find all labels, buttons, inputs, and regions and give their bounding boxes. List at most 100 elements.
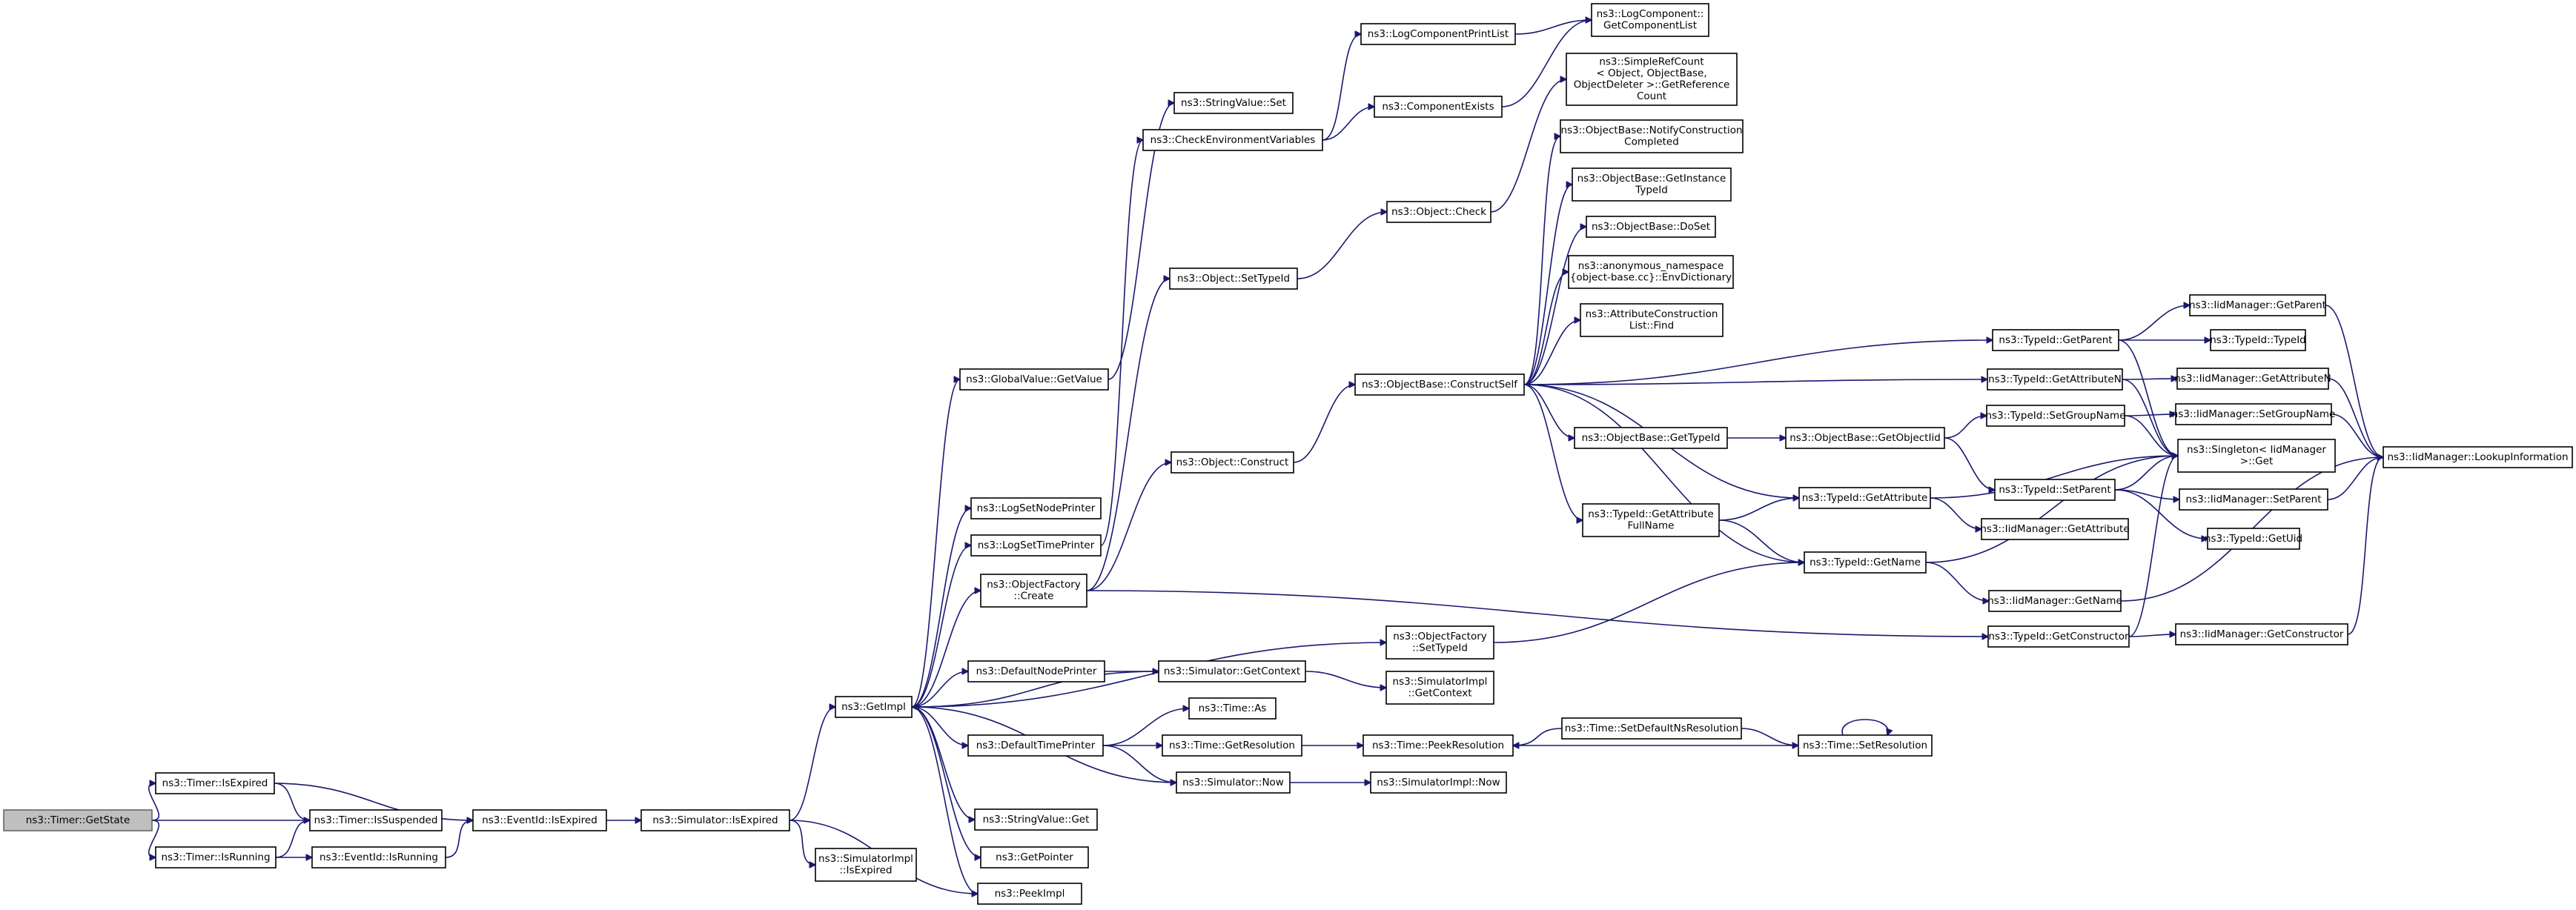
node-box: [1169, 268, 1298, 290]
edge-of-create-to-tid-getconstructor: [1086, 590, 1988, 637]
node-time-getresolution[interactable]: ns3::Time::GetResolution: [1162, 734, 1302, 757]
node-stringvalue-set[interactable]: ns3::StringValue::Set: [1173, 92, 1294, 114]
node-ob-constructself[interactable]: ns3::ObjectBase::ConstructSelf: [1354, 373, 1525, 396]
edge-tid-setgroupname-to-iid-setgroupname: [2124, 414, 2176, 416]
node-iid-getconstructor[interactable]: ns3::IidManager::GetConstructor: [2175, 623, 2348, 645]
edge-tid-getattribute-to-iid-getattribute: [1930, 497, 1981, 529]
node-getimpl[interactable]: ns3::GetImpl: [835, 696, 913, 718]
node-obj-check[interactable]: ns3::Object::Check: [1386, 201, 1491, 223]
node-defaulttimeprinter[interactable]: ns3::DefaultTimePrinter: [967, 734, 1104, 757]
node-box: [815, 848, 917, 882]
node-logcomp-getlist[interactable]: ns3::LogComponent::GetComponentList: [1591, 3, 1709, 37]
node-peekimpl[interactable]: ns3::PeekImpl: [977, 883, 1082, 905]
node-box: [835, 696, 913, 718]
node-label: ::GetContext: [1408, 688, 1471, 700]
node-label: ::Create: [1014, 591, 1054, 602]
node-tid-getuid[interactable]: ns3::TypeId::GetUid: [2205, 528, 2302, 550]
node-label: ns3::TypeId::SetGroupName: [1985, 410, 2125, 422]
node-defaultnodeprinter[interactable]: ns3::DefaultNodePrinter: [967, 660, 1105, 682]
node-ev-isrunning[interactable]: ns3::EventId::IsRunning: [311, 846, 446, 869]
node-label: ns3::ComponentExists: [1382, 101, 1494, 113]
edge-defaulttimeprinter-to-time-as: [1102, 708, 1189, 746]
node-getstate[interactable]: ns3::Timer::GetState: [3, 809, 153, 831]
node-time-setresolution[interactable]: ns3::Time::SetResolution: [1798, 734, 1933, 757]
node-time-setdefaultnsres[interactable]: ns3::Time::SetDefaultNsResolution: [1561, 717, 1742, 740]
node-label: ::IsExpired: [839, 865, 892, 877]
node-ob-notifyconstruction[interactable]: ns3::ObjectBase::NotifyConstructionCompl…: [1560, 119, 1744, 153]
node-iid-getparent[interactable]: ns3::IidManager::GetParent: [2189, 294, 2326, 316]
node-iid-lookupinformation[interactable]: ns3::IidManager::LookupInformation: [2383, 446, 2573, 468]
edge-sim-getcontext-to-simimpl-getcontext: [1305, 671, 1386, 688]
node-label: ::SetTypeId: [1412, 642, 1468, 654]
node-label: ns3::ObjectBase::GetTypeId: [1582, 432, 1721, 444]
node-box: [2189, 294, 2326, 316]
node-simimpl-isexpired[interactable]: ns3::SimulatorImpl::IsExpired: [815, 848, 917, 882]
node-box: [1385, 671, 1494, 705]
node-iid-getattribute[interactable]: ns3::IidManager::GetAttribute: [1980, 518, 2130, 540]
node-simplerefcount[interactable]: ns3::SimpleRefCount< Object, ObjectBase,…: [1566, 53, 1738, 106]
node-box: [2207, 528, 2300, 550]
node-logsetnodeprinter[interactable]: ns3::LogSetNodePrinter: [970, 497, 1102, 519]
edge-getimpl-to-logsettimeprinter: [911, 545, 971, 708]
node-logcompprintlist[interactable]: ns3::LogComponentPrintList: [1360, 23, 1516, 45]
node-simimpl-now[interactable]: ns3::SimulatorImpl::Now: [1370, 771, 1507, 794]
node-checkenv[interactable]: ns3::CheckEnvironmentVariables: [1142, 129, 1323, 151]
node-label: ns3::Time::SetResolution: [1803, 740, 1927, 751]
node-getpointer[interactable]: ns3::GetPointer: [980, 846, 1089, 869]
node-tid-getattribute[interactable]: ns3::TypeId::GetAttribute: [1798, 487, 1931, 509]
node-tid-setgroupname[interactable]: ns3::TypeId::SetGroupName: [1985, 405, 2126, 427]
node-simimpl-getcontext[interactable]: ns3::SimulatorImpl::GetContext: [1385, 671, 1494, 705]
node-label: ns3::Timer::IsSuspended: [314, 814, 438, 826]
node-isexpired[interactable]: ns3::Timer::IsExpired: [155, 772, 275, 794]
node-issuspended[interactable]: ns3::Timer::IsSuspended: [309, 809, 443, 831]
edge-ob-constructself-to-ob-doset: [1523, 227, 1586, 385]
node-iid-getname[interactable]: ns3::IidManager::GetName: [1987, 590, 2122, 612]
node-logsettimeprinter[interactable]: ns3::LogSetTimePrinter: [970, 534, 1102, 557]
node-tid-getparent[interactable]: ns3::TypeId::GetParent: [1992, 329, 2119, 351]
node-box: [1987, 625, 2130, 648]
node-singleton-get[interactable]: ns3::Singleton< IidManager>::Get: [2177, 439, 2336, 473]
node-ob-getobjectiid[interactable]: ns3::ObjectBase::GetObjectIid: [1785, 427, 1945, 449]
edge-ob-constructself-to-envdictionary: [1523, 272, 1569, 385]
node-envdictionary[interactable]: ns3::anonymous_namespace{object-base.cc}…: [1568, 255, 1734, 289]
node-iid-setgroupname[interactable]: ns3::IidManager::SetGroupName: [2172, 403, 2336, 425]
node-ob-doset[interactable]: ns3::ObjectBase::DoSet: [1586, 216, 1716, 238]
node-sim-now[interactable]: ns3::Simulator::Now: [1176, 771, 1291, 794]
node-ob-gettypeid[interactable]: ns3::ObjectBase::GetTypeId: [1574, 427, 1728, 449]
node-tid-getconstructor[interactable]: ns3::TypeId::GetConstructor: [1987, 625, 2130, 648]
node-stringvalue-get[interactable]: ns3::StringValue::Get: [974, 808, 1098, 831]
node-box: [1987, 368, 2123, 391]
edge-gv-getvalue-to-stringvalue-set: [1107, 103, 1174, 380]
node-tid-typeid[interactable]: ns3::TypeId::TypeId: [2210, 329, 2306, 351]
node-iid-setparent[interactable]: ns3::IidManager::SetParent: [2179, 488, 2328, 511]
node-tid-setparent[interactable]: ns3::TypeId::SetParent: [1994, 479, 2116, 501]
edge-getimpl-to-getpointer: [911, 706, 981, 857]
node-gv-getvalue[interactable]: ns3::GlobalValue::GetValue: [959, 368, 1109, 391]
node-isrunning[interactable]: ns3::Timer::IsRunning: [155, 846, 277, 869]
node-componentexists[interactable]: ns3::ComponentExists: [1374, 96, 1503, 118]
node-box: [1568, 255, 1734, 289]
edge-sim-isexpired-to-getimpl: [789, 707, 835, 821]
node-of-create[interactable]: ns3::ObjectFactory::Create: [980, 574, 1087, 608]
node-time-peekresolution[interactable]: ns3::Time::PeekResolution: [1363, 734, 1514, 757]
node-box: [1158, 660, 1306, 682]
node-iid-getattributen[interactable]: ns3::IidManager::GetAttributeN: [2174, 368, 2331, 390]
node-label: ns3::Timer::GetState: [26, 814, 130, 826]
node-time-as[interactable]: ns3::Time::As: [1188, 697, 1277, 720]
node-of-settypeid[interactable]: ns3::ObjectFactory::SetTypeId: [1385, 625, 1494, 660]
node-sim-isexpired[interactable]: ns3::Simulator::IsExpired: [640, 809, 790, 831]
node-tid-getname[interactable]: ns3::TypeId::GetName: [1804, 551, 1927, 574]
node-box: [1804, 551, 1927, 574]
node-obj-settypeid[interactable]: ns3::Object::SetTypeId: [1169, 268, 1298, 290]
edge-of-create-to-obj-construct: [1086, 462, 1171, 591]
node-tid-getattributen[interactable]: ns3::TypeId::GetAttributeN: [1987, 368, 2123, 391]
node-obj-construct[interactable]: ns3::Object::Construct: [1171, 451, 1294, 474]
node-label: ns3::IidManager::GetAttributeN: [2174, 373, 2331, 385]
node-label: ns3::Object::SetTypeId: [1177, 273, 1290, 285]
node-sim-getcontext[interactable]: ns3::Simulator::GetContext: [1158, 660, 1306, 682]
node-box: [2383, 446, 2573, 468]
node-ev-isexpired[interactable]: ns3::EventId::IsExpired: [472, 809, 607, 831]
